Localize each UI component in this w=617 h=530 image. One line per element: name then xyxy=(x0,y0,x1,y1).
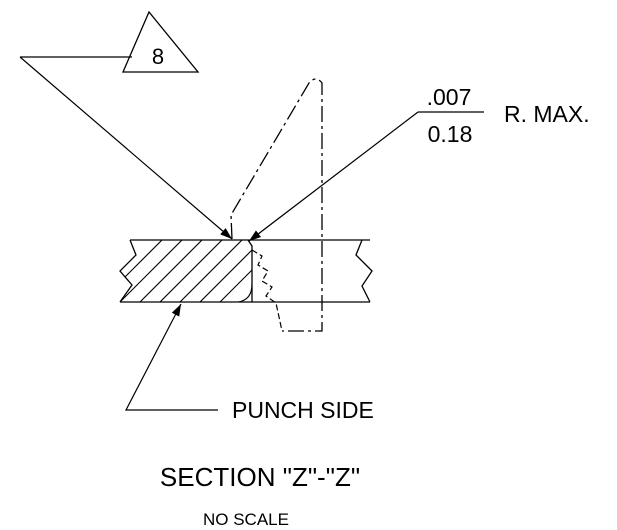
section-title: SECTION "Z"-"Z" xyxy=(160,462,360,492)
flag-note-leader xyxy=(19,56,233,240)
radius-inch-value: .007 xyxy=(427,84,472,110)
flag-note: 8 xyxy=(122,10,200,73)
punch-side-callout: PUNCH SIDE xyxy=(125,303,374,423)
radius-dimension: .007 0.18 R. MAX. xyxy=(248,84,590,242)
punch-phantom-outline xyxy=(230,78,323,332)
flag-note-triangle xyxy=(122,10,200,73)
flag-note-number: 8 xyxy=(152,44,164,69)
radius-mm-value: 0.18 xyxy=(428,121,473,147)
material-section xyxy=(119,239,373,332)
scale-note: NO SCALE xyxy=(203,510,289,529)
section-hatching xyxy=(120,240,252,302)
punch-side-label: PUNCH SIDE xyxy=(232,397,374,423)
radius-qualifier: R. MAX. xyxy=(504,101,590,127)
